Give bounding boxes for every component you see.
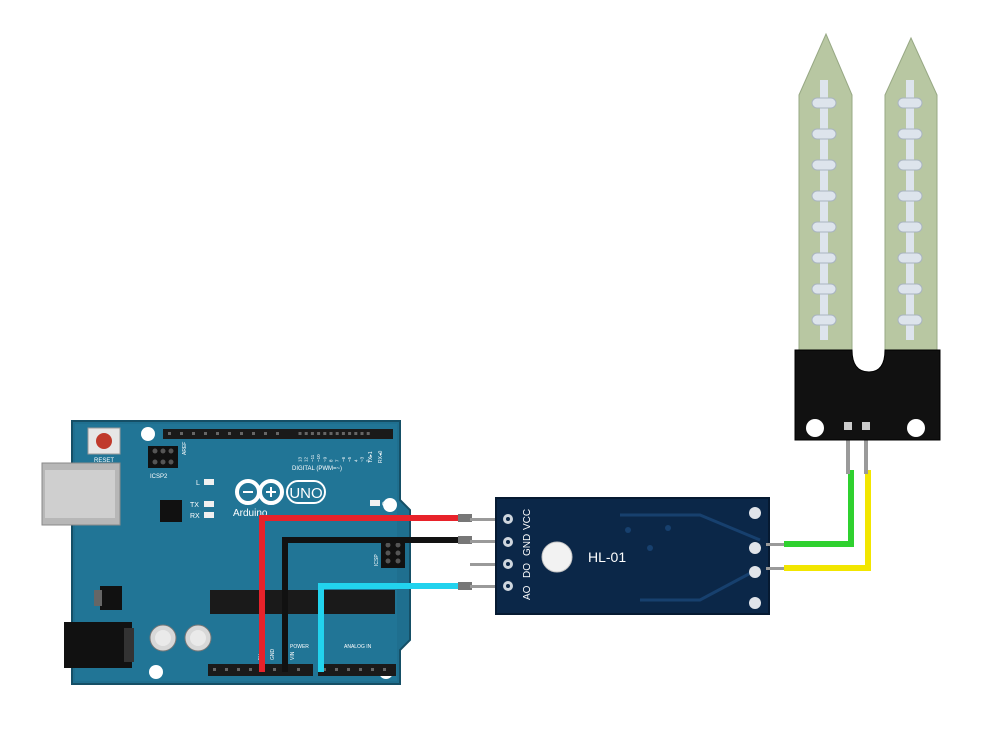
gnd-label: GND	[270, 649, 276, 661]
icsp2-label: ICSP2	[150, 474, 168, 480]
probe-pad	[749, 597, 761, 609]
vin-label: VIN	[290, 651, 296, 660]
module-pcb	[495, 497, 770, 615]
probe-head-hole	[907, 419, 925, 437]
pin-label-gnd: GND	[522, 534, 533, 556]
electrode-pad	[897, 97, 923, 109]
tx-label: TX	[190, 502, 199, 509]
electrode-pad	[897, 252, 923, 264]
electrode-pad	[897, 221, 923, 233]
probe-pad	[749, 542, 761, 554]
arduino-module-wires	[259, 514, 472, 672]
digital-pin-label: ~10	[316, 454, 321, 462]
soil-moisture-probe	[794, 32, 941, 441]
probe-pad	[749, 507, 761, 519]
tx-pin-label: TX▸1	[368, 451, 374, 463]
arduino-logo: UNO Arduino	[233, 479, 326, 519]
digital-pin-label: ~3	[360, 456, 365, 462]
arduino-brand-text: Arduino	[233, 508, 268, 519]
module-probe-wires	[784, 440, 871, 571]
digital-label: DIGITAL (PWM=~)	[292, 466, 342, 472]
electrode-pad	[811, 314, 837, 326]
mounting-hole	[141, 427, 155, 441]
digital-pin-label: ~11	[310, 454, 315, 462]
digital-pin-label: ~9	[322, 456, 327, 462]
digital-pin-label: 2	[366, 459, 371, 462]
electrode-pad	[897, 283, 923, 295]
module-name: HL-01	[588, 549, 626, 565]
mounting-hole	[383, 498, 397, 512]
electrode-pad	[811, 97, 837, 109]
electrode-pad	[811, 128, 837, 140]
gnd-wire	[282, 537, 462, 672]
rx-pin-label: RX◂0	[378, 451, 384, 463]
on-label: ON	[382, 502, 391, 508]
digital-pin-label: 4	[353, 459, 358, 462]
pin-label-vcc: VCC	[522, 509, 533, 530]
rx-label: RX	[190, 513, 200, 520]
l-label: L	[196, 480, 200, 487]
dc-power-jack	[64, 622, 132, 668]
power-label: POWER	[290, 644, 309, 650]
probe-wire-left	[784, 470, 854, 547]
digital-pin-label: 13	[298, 456, 303, 462]
atmega-chip	[210, 590, 395, 614]
arduino-pcb	[71, 420, 411, 685]
aref-label: AREF	[182, 442, 188, 455]
usb-chip	[160, 500, 182, 522]
pin-label-do: DO	[522, 563, 533, 578]
hl-01-module: VCC GND DO AO HL-01	[470, 497, 786, 615]
analog-wire	[318, 583, 462, 672]
electrode-pad	[811, 159, 837, 171]
electrode-pad	[811, 221, 837, 233]
digital-pin-label: ~5	[347, 456, 352, 462]
icsp2-header: ICSP2	[148, 446, 178, 480]
electrode-pad	[811, 283, 837, 295]
digital-pin-label: ~6	[341, 456, 346, 462]
electrode-pad	[897, 190, 923, 202]
mounting-hole	[149, 665, 163, 679]
reset-label: RESET	[94, 458, 114, 464]
uno-text: UNO	[289, 485, 322, 502]
digital-pin-label: 12	[304, 456, 309, 462]
uno-badge	[286, 480, 326, 504]
icsp-label: ICSP	[374, 554, 380, 566]
electrode-pad	[811, 190, 837, 202]
vcc-wire	[259, 515, 462, 672]
probe-head	[794, 349, 941, 441]
status-leds: L TX RX ON	[190, 479, 391, 520]
voltage-regulator	[100, 586, 122, 610]
electrode-pad	[897, 159, 923, 171]
module-mounting-hole	[541, 541, 573, 573]
probe-head-hole	[806, 419, 824, 437]
probe-wire-right	[784, 470, 871, 571]
probe-pad	[749, 566, 761, 578]
digital-pin-label: 7	[335, 459, 340, 462]
module-header-pins	[470, 518, 498, 588]
electrode-pad	[811, 252, 837, 264]
analog-label: ANALOG IN	[344, 644, 372, 650]
pin-label-ao: AO	[522, 585, 533, 600]
digital-pin-label: 8	[329, 459, 334, 462]
electrode-pad	[897, 128, 923, 140]
electrode-pad	[897, 314, 923, 326]
